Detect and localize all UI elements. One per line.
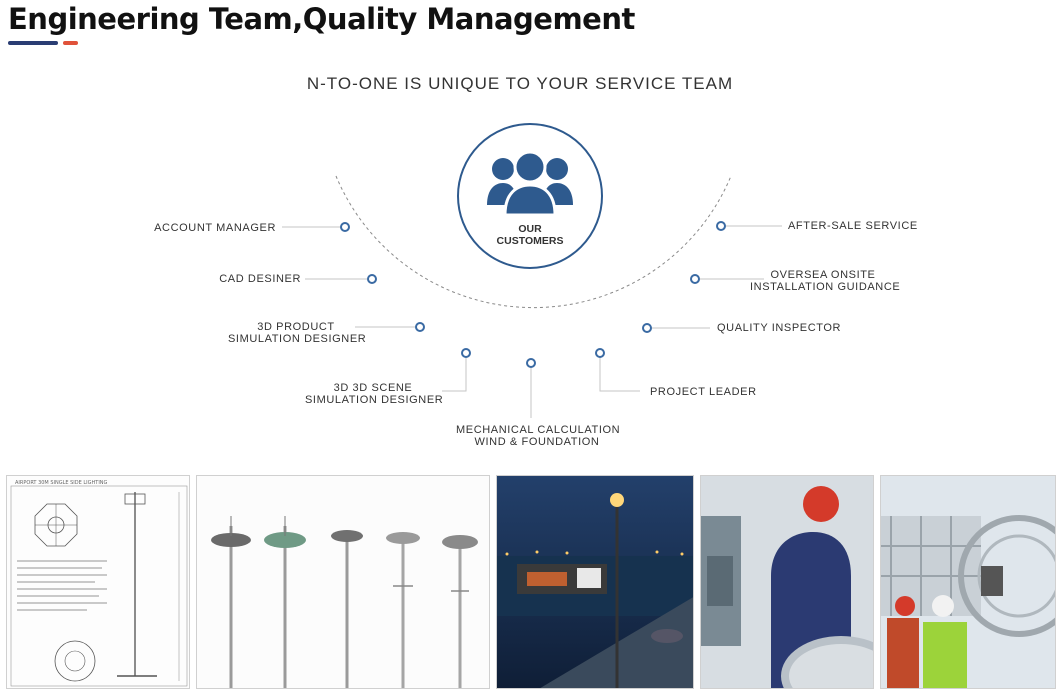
drawing-caption: AIRPORT 30M SINGLE SIDE LIGHTING [15,480,108,486]
role-account-manager: ACCOUNT MANAGER [154,222,276,234]
role-label: PROJECT LEADER [650,386,757,398]
customers-circle: OUR CUSTOMERS [457,123,603,269]
customers-group-icon [487,150,573,217]
role-label-line2: WIND & FOUNDATION [474,436,600,448]
title-accent-red [63,41,78,45]
role-label: ACCOUNT MANAGER [154,222,276,234]
lamp-pole-5 [442,535,478,688]
node-cad-designer [367,274,377,284]
photo-worker-inspection [700,475,874,689]
role-oversea-onsite: OVERSEA ONSITE INSTALLATION GUIDANCE [750,269,901,293]
photo-high-mast-lamps [196,475,490,689]
photo-harbor-night [496,475,694,689]
node-account-manager [340,222,350,232]
page-title: Engineering Team,Quality Management [8,2,635,36]
node-project-leader [595,348,605,358]
diagram-subtitle: N-TO-ONE IS UNIQUE TO YOUR SERVICE TEAM [306,74,734,93]
role-project-leader: PROJECT LEADER [650,386,757,398]
technical-drawing [10,485,188,687]
node-after-sale [716,221,726,231]
lamp-pole-3 [331,530,363,688]
customers-label: OUR CUSTOMERS [459,223,601,247]
role-quality-inspector: QUALITY INSPECTOR [717,322,841,334]
lamp-pole-1 [211,516,251,688]
node-oversea-onsite [690,274,700,284]
role-label: 3D 3D SCENE [333,382,413,394]
customers-label-line2: CUSTOMERS [496,235,564,247]
role-label: CAD DESINER [219,273,301,285]
lamp-pole-4 [386,532,420,688]
role-label-line2: SIMULATION DESIGNER [305,394,444,406]
role-label: QUALITY INSPECTOR [717,322,842,334]
role-after-sale-service: AFTER-SALE SERVICE [788,220,918,232]
role-3d-scene-designer: 3D 3D SCENE SIMULATION DESIGNER [305,382,444,406]
role-label-line2: INSTALLATION GUIDANCE [750,281,901,293]
team-diagram [282,175,782,418]
role-mechanical-calculation: MECHANICAL CALCULATION WIND & FOUNDATION [456,424,621,448]
role-3d-product-designer: 3D PRODUCT SIMULATION DESIGNER [228,321,367,345]
role-cad-designer: CAD DESINER [219,273,301,285]
title-accent-blue [8,41,58,45]
node-quality-inspector [642,323,652,333]
role-label: AFTER-SALE SERVICE [788,220,918,232]
customers-label-line1: OUR [518,223,542,235]
role-label: MECHANICAL CALCULATION [456,424,621,436]
team-arc [335,175,732,309]
lamp-pole-2 [264,516,306,688]
node-mechanical [526,358,536,368]
photo-galvanized-frame [880,475,1056,689]
node-3d-product [415,322,425,332]
photo-technical-drawing: AIRPORT 30M SINGLE SIDE LIGHTING [6,475,190,689]
node-3d-scene [461,348,471,358]
role-label-line2: SIMULATION DESIGNER [228,333,367,345]
role-label: 3D PRODUCT [257,321,335,333]
role-label: OVERSEA ONSITE [770,269,876,281]
